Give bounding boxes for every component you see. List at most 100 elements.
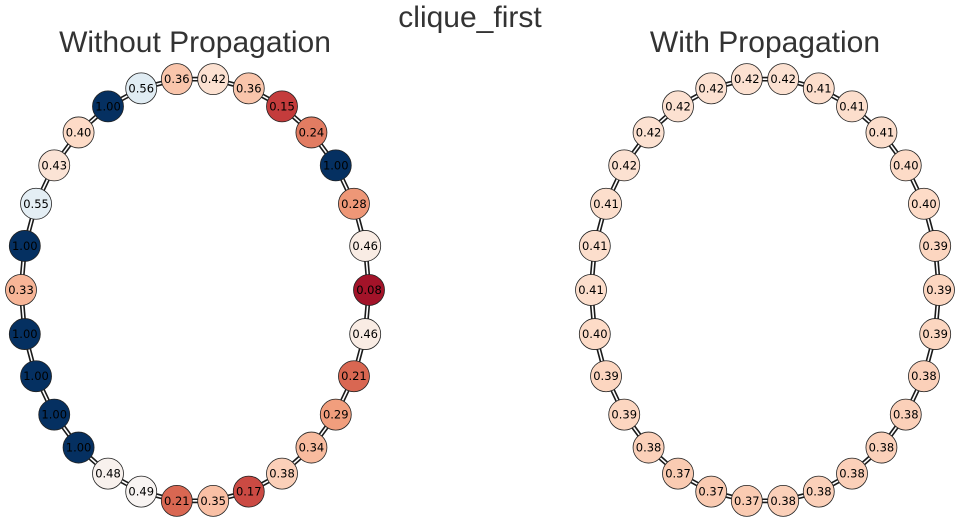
node-value-label: 0.39 — [593, 369, 619, 383]
node-circle — [160, 484, 193, 517]
graph-node: 0.39 — [923, 274, 955, 306]
node-circle — [662, 457, 694, 490]
node-circle — [590, 360, 622, 393]
node-value-label: 0.38 — [911, 369, 937, 383]
node-value-label: 0.41 — [869, 125, 895, 139]
graph-node: 0.46 — [349, 318, 382, 350]
node-circle — [836, 457, 868, 490]
node-value-label: 0.42 — [698, 81, 724, 95]
panel-title-with-propagation: With Propagation — [650, 26, 880, 59]
node-circle — [865, 431, 898, 464]
graph-node: 0.56 — [125, 72, 158, 105]
node-value-label: 0.15 — [269, 99, 295, 113]
node-circle — [125, 72, 158, 105]
node-value-label: 0.41 — [582, 239, 608, 253]
graph-node: 0.36 — [232, 72, 265, 105]
node-circle — [908, 187, 940, 220]
node-circle — [919, 318, 952, 350]
node-circle — [38, 398, 71, 431]
node-value-label: 0.37 — [698, 485, 724, 499]
node-circle — [802, 475, 835, 508]
graph-node: 0.38 — [632, 431, 665, 464]
graph-node: 0.38 — [767, 484, 800, 517]
node-value-label: 0.49 — [128, 485, 154, 499]
graph-node: 0.38 — [836, 457, 868, 490]
node-circle — [695, 72, 728, 105]
node-circle — [319, 149, 352, 182]
node-value-label: 0.37 — [734, 494, 760, 508]
node-circle — [295, 431, 328, 464]
graph-node: 0.38 — [889, 398, 922, 431]
node-value-label: 0.33 — [8, 283, 34, 297]
node-value-label: 0.39 — [611, 408, 637, 422]
graph-node: 0.41 — [802, 72, 835, 105]
node-circle — [8, 318, 41, 350]
node-circle — [349, 318, 382, 350]
node-value-label: 0.41 — [578, 283, 604, 297]
node-circle — [632, 431, 665, 464]
node-value-label: 0.40 — [893, 158, 919, 172]
graph-node: 1.00 — [92, 90, 124, 123]
node-value-label: 0.46 — [352, 327, 378, 341]
node-value-label: 0.48 — [95, 467, 121, 481]
node-circle — [20, 187, 52, 220]
node-value-label: 0.36 — [164, 72, 190, 86]
graph-node: 0.43 — [38, 149, 71, 182]
graph-node: 0.48 — [92, 457, 124, 490]
graph-node: 0.28 — [338, 187, 370, 220]
node-value-label: 0.36 — [236, 81, 262, 95]
graph-node: 0.39 — [590, 360, 622, 393]
node-circle — [575, 274, 607, 306]
node-value-label: 0.43 — [41, 158, 67, 172]
node-value-label: 1.00 — [12, 239, 38, 253]
graph-node: 0.34 — [295, 431, 328, 464]
graph-without-propagation: 0.420.360.150.241.000.280.460.080.460.21… — [5, 63, 385, 517]
node-circle — [349, 230, 382, 262]
graph-node: 0.42 — [767, 63, 800, 96]
graph-node: 0.46 — [349, 230, 382, 262]
node-circle — [295, 116, 328, 149]
node-value-label: 1.00 — [12, 327, 38, 341]
node-value-label: 0.38 — [839, 467, 865, 481]
graph-node: 0.38 — [266, 457, 298, 490]
node-value-label: 0.42 — [770, 72, 796, 86]
graph-node: 0.55 — [20, 187, 52, 220]
node-circle — [266, 457, 298, 490]
node-circle — [889, 149, 922, 182]
node-circle — [8, 230, 41, 262]
node-circle — [160, 63, 193, 96]
graph-node: 0.24 — [295, 116, 328, 149]
node-value-label: 0.38 — [893, 408, 919, 422]
node-circle — [578, 230, 611, 262]
node-circle — [38, 149, 71, 182]
node-circle — [730, 484, 763, 517]
node-value-label: 0.39 — [922, 239, 948, 253]
node-circle — [919, 230, 952, 262]
node-value-label: 1.00 — [23, 369, 49, 383]
node-circle — [695, 475, 728, 508]
graph-node: 1.00 — [319, 149, 352, 182]
node-circle — [266, 90, 298, 123]
node-value-label: 0.41 — [839, 99, 865, 113]
graph-node: 0.41 — [578, 230, 611, 262]
graph-node: 0.36 — [160, 63, 193, 96]
node-circle — [125, 475, 158, 508]
node-circle — [338, 360, 370, 393]
node-value-label: 0.21 — [341, 369, 367, 383]
graph-node: 0.15 — [266, 90, 298, 123]
node-value-label: 0.35 — [200, 494, 226, 508]
graph-node: 0.40 — [908, 187, 940, 220]
node-circle — [92, 90, 124, 123]
node-circle — [908, 360, 940, 393]
graph-node: 0.42 — [662, 90, 694, 123]
node-value-label: 0.38 — [806, 485, 832, 499]
graph-node: 0.37 — [730, 484, 763, 517]
node-circle — [20, 360, 52, 393]
node-circle — [197, 63, 230, 96]
node-circle — [62, 116, 95, 149]
node-value-label: 0.46 — [352, 239, 378, 253]
node-value-label: 0.38 — [770, 494, 796, 508]
graph-node: 0.41 — [865, 116, 898, 149]
graph-node: 0.41 — [836, 90, 868, 123]
node-circle — [232, 72, 265, 105]
